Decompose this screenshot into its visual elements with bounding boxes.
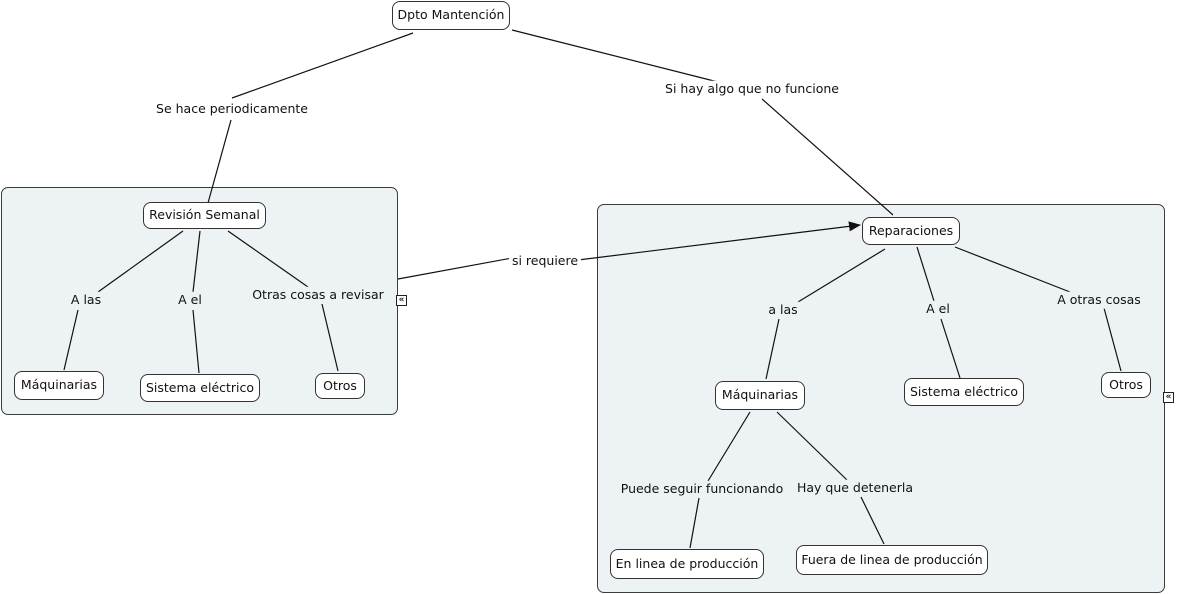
line-otras-to-otros xyxy=(321,303,339,372)
link-puede-seguir-funcionando[interactable]: Puede seguir funcionando xyxy=(617,480,787,498)
concept-fuera-de-linea-de-produccion[interactable]: Fuera de linea de producción xyxy=(796,545,988,575)
reparaciones-group xyxy=(597,204,1165,593)
line-a-las-to-maquinarias-rep xyxy=(765,318,780,380)
concept-rev-maquinarias[interactable]: Máquinarias xyxy=(14,371,104,400)
concept-dpto-mantencion[interactable]: Dpto Mantención xyxy=(392,1,510,30)
line-maquinarias-to-puede xyxy=(707,411,751,482)
link-rep-a-las[interactable]: a las xyxy=(765,301,801,319)
line-root-to-periodic xyxy=(231,32,414,99)
collapse-double-chevron-icon[interactable]: « xyxy=(396,295,407,306)
line-si-hay-to-reparaciones xyxy=(761,98,894,216)
link-a-otras-cosas[interactable]: A otras cosas xyxy=(1054,291,1144,309)
concept-rep-sistema-electrico[interactable]: Sistema eléctrico xyxy=(904,378,1024,406)
line-reparaciones-to-a-las xyxy=(797,248,886,303)
line-reparaciones-to-a-el xyxy=(916,246,935,302)
concept-rep-maquinarias[interactable]: Máquinarias xyxy=(715,381,805,410)
link-se-hace-periodicamente[interactable]: Se hace periodicamente xyxy=(153,100,311,118)
collapse-double-chevron-icon[interactable]: « xyxy=(1163,392,1174,403)
line-root-to-si-hay xyxy=(511,29,719,83)
line-otras-to-otros-rep xyxy=(1103,307,1122,372)
line-hay-que-to-fuera xyxy=(860,496,885,545)
link-otras-cosas-a-revisar[interactable]: Otras cosas a revisar xyxy=(249,286,387,304)
link-rev-a-las[interactable]: A las xyxy=(67,291,105,309)
link-si-requiere[interactable]: si requiere xyxy=(508,252,582,270)
concept-rev-otros[interactable]: Otros xyxy=(315,373,365,399)
link-si-hay-algo-que-no-funcione[interactable]: Si hay algo que no funcione xyxy=(662,80,842,98)
line-a-las-to-maquinarias xyxy=(63,309,79,371)
concept-rev-sistema-electrico[interactable]: Sistema eléctrico xyxy=(140,374,260,402)
line-a-el-to-sistema-rep xyxy=(940,318,961,379)
concept-rep-otros[interactable]: Otros xyxy=(1101,372,1151,398)
link-rev-a-el[interactable]: A el xyxy=(175,291,205,309)
line-puede-to-en-linea xyxy=(689,497,700,549)
line-si-requiere-to-reparaciones xyxy=(577,221,861,261)
link-rep-a-el[interactable]: A el xyxy=(923,300,953,318)
line-a-el-to-sistema xyxy=(192,309,200,374)
concept-reparaciones[interactable]: Reparaciones xyxy=(862,217,960,245)
line-reparaciones-to-otras xyxy=(954,246,1071,293)
line-periodic-to-revision xyxy=(207,119,232,204)
line-left-group-to-si-requiere xyxy=(397,257,513,280)
line-revision-to-a-las xyxy=(97,230,184,293)
link-hay-que-detenerla[interactable]: Hay que detenerla xyxy=(793,479,917,497)
concept-en-linea-de-produccion[interactable]: En linea de producción xyxy=(610,549,764,579)
line-revision-to-a-el xyxy=(192,230,201,293)
concept-revision-semanal[interactable]: Revisión Semanal xyxy=(143,202,266,229)
line-revision-to-otras xyxy=(227,230,309,288)
line-maquinarias-to-hay-que xyxy=(776,411,848,481)
